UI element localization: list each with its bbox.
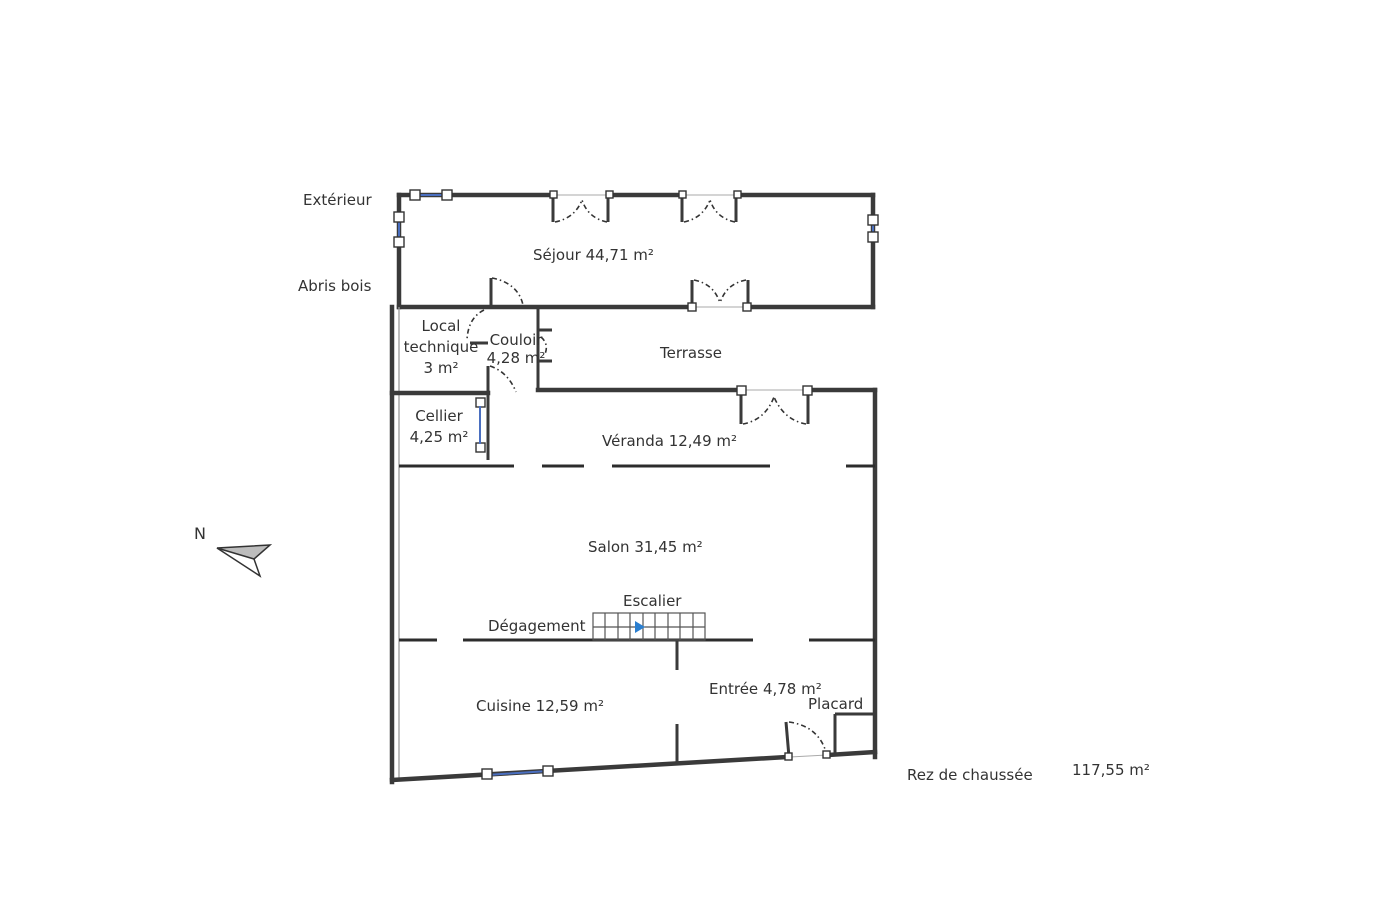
veranda-french-door (736, 385, 813, 425)
cuisine-window (481, 765, 554, 780)
sejour-french-door-2 (678, 190, 742, 223)
label-degagement: Dégagement (488, 617, 586, 635)
label-placard: Placard (808, 695, 864, 713)
label-escalier: Escalier (623, 592, 682, 610)
room-name-line1: Local (421, 317, 461, 335)
room-area: 4,25 m² (409, 428, 469, 446)
stair-direction-arrow-icon (635, 621, 645, 633)
room-cuisine: Cuisine 12,59 m² (476, 699, 604, 714)
room-area: 12,49 m² (668, 432, 738, 450)
room-entree: Entrée 4,78 m² (709, 682, 822, 697)
room-name: Entrée (709, 680, 759, 698)
room-area: 4,78 m² (762, 680, 822, 698)
label-exterieur: Extérieur (303, 191, 372, 209)
room-salon: Salon 31,45 m² (588, 540, 703, 555)
room-name: Séjour (533, 246, 581, 264)
room-sejour: Séjour 44,71 m² (533, 248, 654, 263)
room-name: Cellier (415, 407, 463, 425)
stairs[interactable] (592, 612, 706, 641)
floor-name: Rez de chaussée (907, 766, 1033, 784)
room-name: Salon (588, 538, 630, 556)
sejour-window-top-left (409, 189, 453, 201)
room-area: 44,71 m² (585, 246, 654, 264)
room-cellier: Cellier 4,25 m² (404, 406, 474, 448)
sejour-window-right (867, 214, 879, 243)
placard-walls (833, 712, 875, 754)
sejour-window-left (393, 211, 405, 248)
room-name: Véranda (602, 432, 664, 450)
room-area: 31,45 m² (634, 538, 703, 556)
room-couloir: Couloir 4,28 m² (484, 331, 548, 367)
sejour-french-door-1 (549, 190, 614, 223)
room-area: 4,28 m² (486, 349, 546, 367)
north-arrow-icon (216, 544, 273, 578)
room-local-technique: Local technique 3 m² (399, 316, 483, 379)
main-block-walls (389, 304, 878, 785)
room-area: 3 m² (423, 359, 459, 377)
entrance-door[interactable] (784, 721, 831, 761)
room-area: 12,59 m² (535, 697, 604, 715)
floor-total-area: 117,55 m² (1072, 761, 1150, 779)
room-veranda: Véranda 12,49 m² (602, 434, 737, 449)
compass-north-label: N (194, 524, 206, 543)
room-terrasse: Terrasse (660, 344, 722, 362)
room-name-line2: technique (403, 338, 479, 356)
room-name: Couloir (489, 331, 543, 349)
label-abris-bois: Abris bois (298, 277, 372, 295)
service-rooms-walls (389, 277, 552, 460)
salon-kitchen-partition (399, 638, 875, 763)
sejour-terrace-door (687, 279, 752, 312)
room-name: Cuisine (476, 697, 531, 715)
